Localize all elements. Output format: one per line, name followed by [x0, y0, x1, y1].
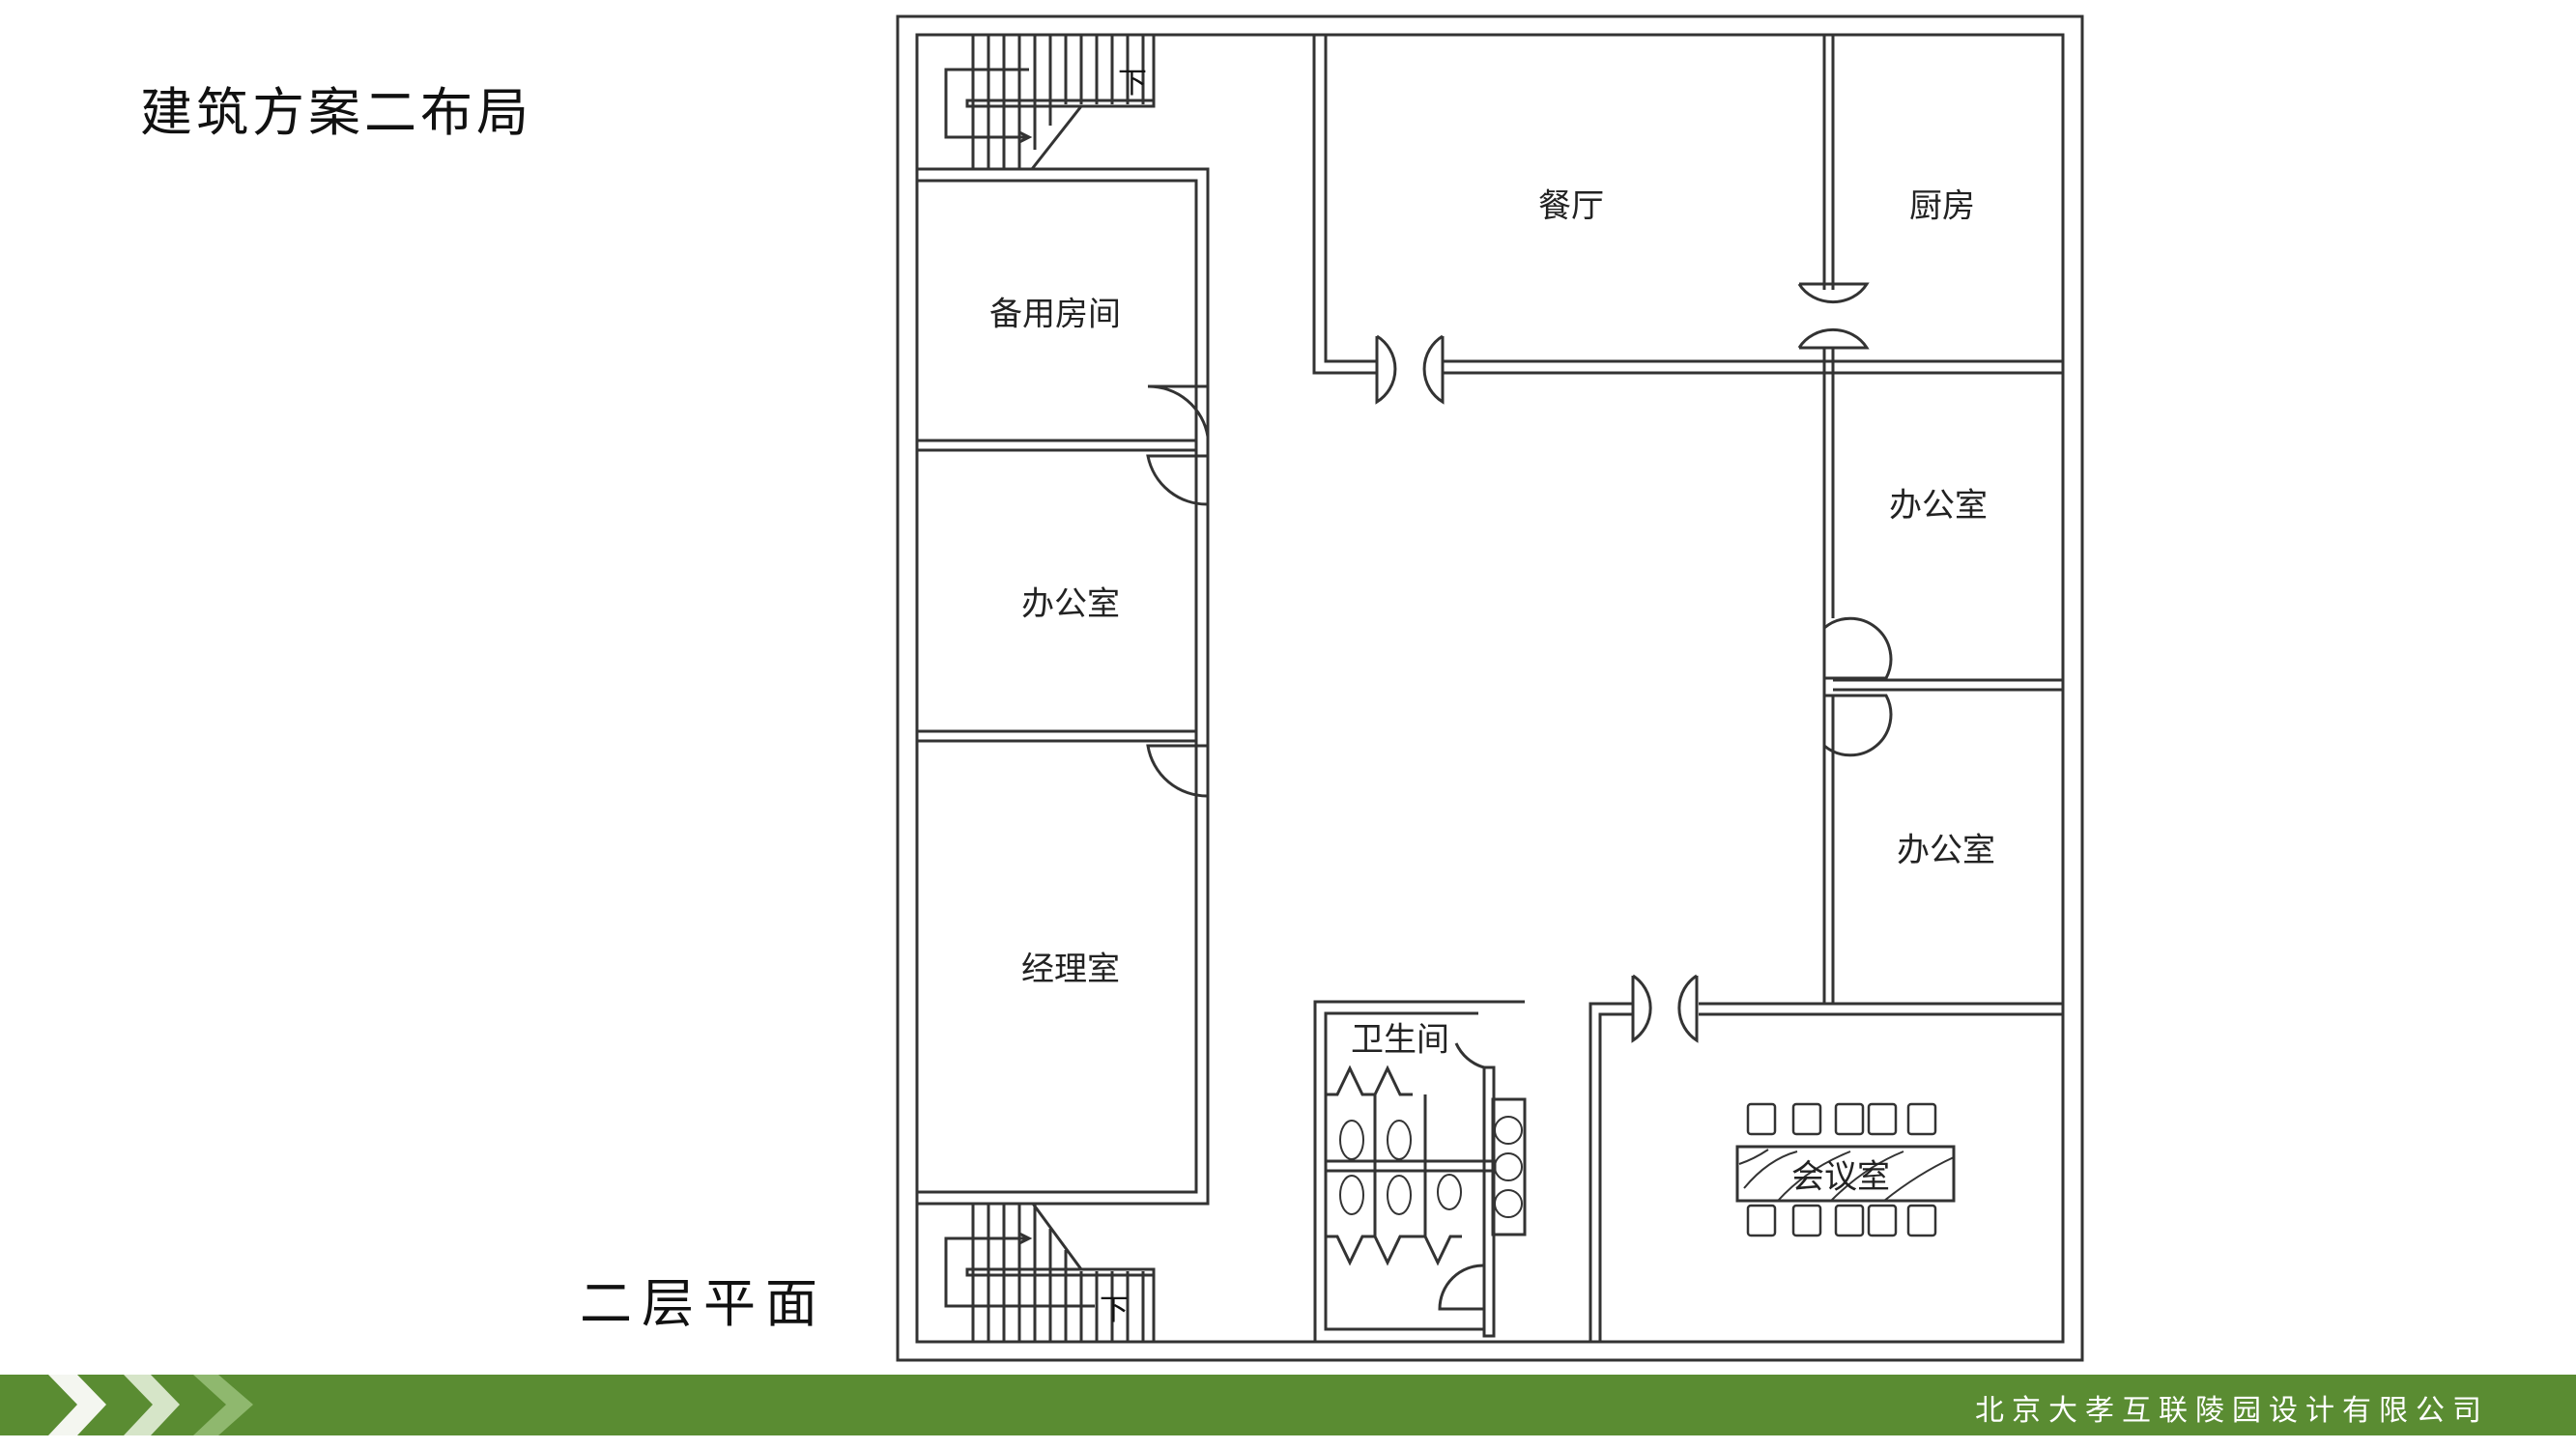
- meeting-table: [1735, 1145, 1956, 1203]
- floor-subtitle: 二层平面: [580, 1273, 827, 1334]
- stair-bottom-label: 下: [1100, 1293, 1129, 1327]
- room-manager: 经理室: [1021, 950, 1120, 989]
- room-spare: 备用房间: [989, 295, 1121, 334]
- room-meeting: 会议室: [1791, 1157, 1890, 1197]
- page-title: 建筑方案二布局: [140, 82, 532, 143]
- room-office-right-bottom: 办公室: [1897, 831, 1995, 870]
- room-office-right-top: 办公室: [1889, 486, 1988, 526]
- chevron-arrows-icon: [48, 1375, 253, 1435]
- stair-top: [944, 35, 1156, 170]
- room-dining: 餐厅: [1538, 186, 1604, 226]
- stair-bottom: [944, 1203, 1156, 1342]
- room-office-left: 办公室: [1021, 584, 1120, 624]
- restroom-fixtures: [1313, 1000, 1527, 1342]
- room-restroom: 卫生间: [1351, 1020, 1449, 1060]
- room-kitchen: 厨房: [1909, 186, 1975, 226]
- outer-wall: [896, 14, 2084, 1362]
- floor-plan: 下 下: [896, 14, 2084, 1362]
- company-name: 北京大孝互联陵园设计有限公司: [1975, 1394, 2489, 1428]
- footer-bar: 北京大孝互联陵园设计有限公司: [0, 1375, 2576, 1435]
- stair-top-label: 下: [1118, 67, 1147, 100]
